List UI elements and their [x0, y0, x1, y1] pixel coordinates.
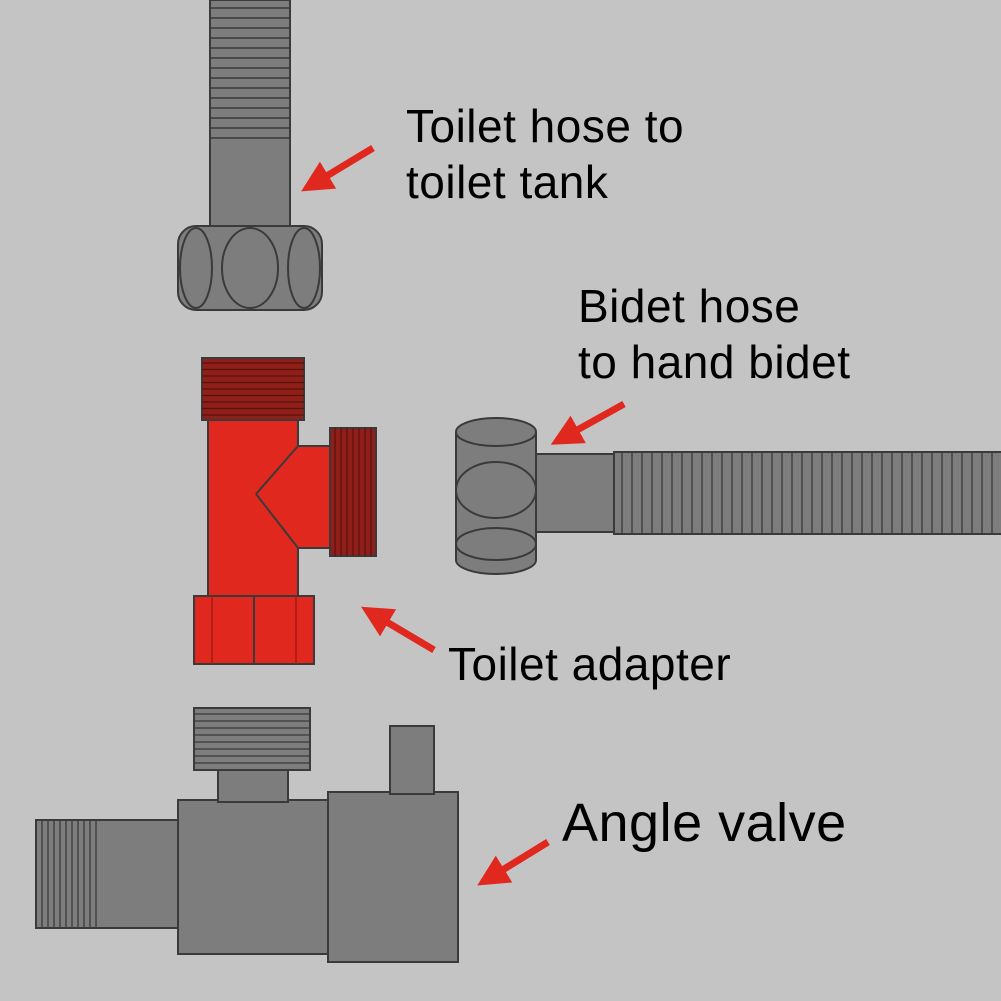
toilet-hose-icon — [177, 0, 323, 311]
bidet-hose-label-line1: Bidet hose — [578, 280, 801, 332]
angle-valve-label-text: Angle valve — [562, 793, 847, 853]
toilet-hose-label: Toilet hose to toilet tank — [406, 98, 684, 210]
bidet-hose-arrow-icon — [550, 400, 626, 445]
toilet-adapter-label-text: Toilet adapter — [448, 638, 732, 690]
bidet-hose-icon — [455, 417, 1001, 575]
toilet-adapter-icon — [193, 357, 377, 665]
toilet-hose-arrow-icon — [301, 145, 375, 192]
angle-valve-icon — [35, 707, 459, 963]
toilet-adapter-label: Toilet adapter — [448, 636, 731, 692]
angle-valve-label: Angle valve — [562, 792, 847, 854]
bidet-hose-label: Bidet hose to hand bidet — [578, 278, 851, 390]
toilet-hose-label-line2: toilet tank — [406, 156, 609, 208]
angle-valve-arrow-icon — [477, 839, 550, 886]
toilet-hose-label-line1: Toilet hose to — [406, 100, 685, 152]
toilet-adapter-arrow-icon — [361, 606, 436, 654]
bidet-hose-label-line2: to hand bidet — [578, 336, 851, 388]
